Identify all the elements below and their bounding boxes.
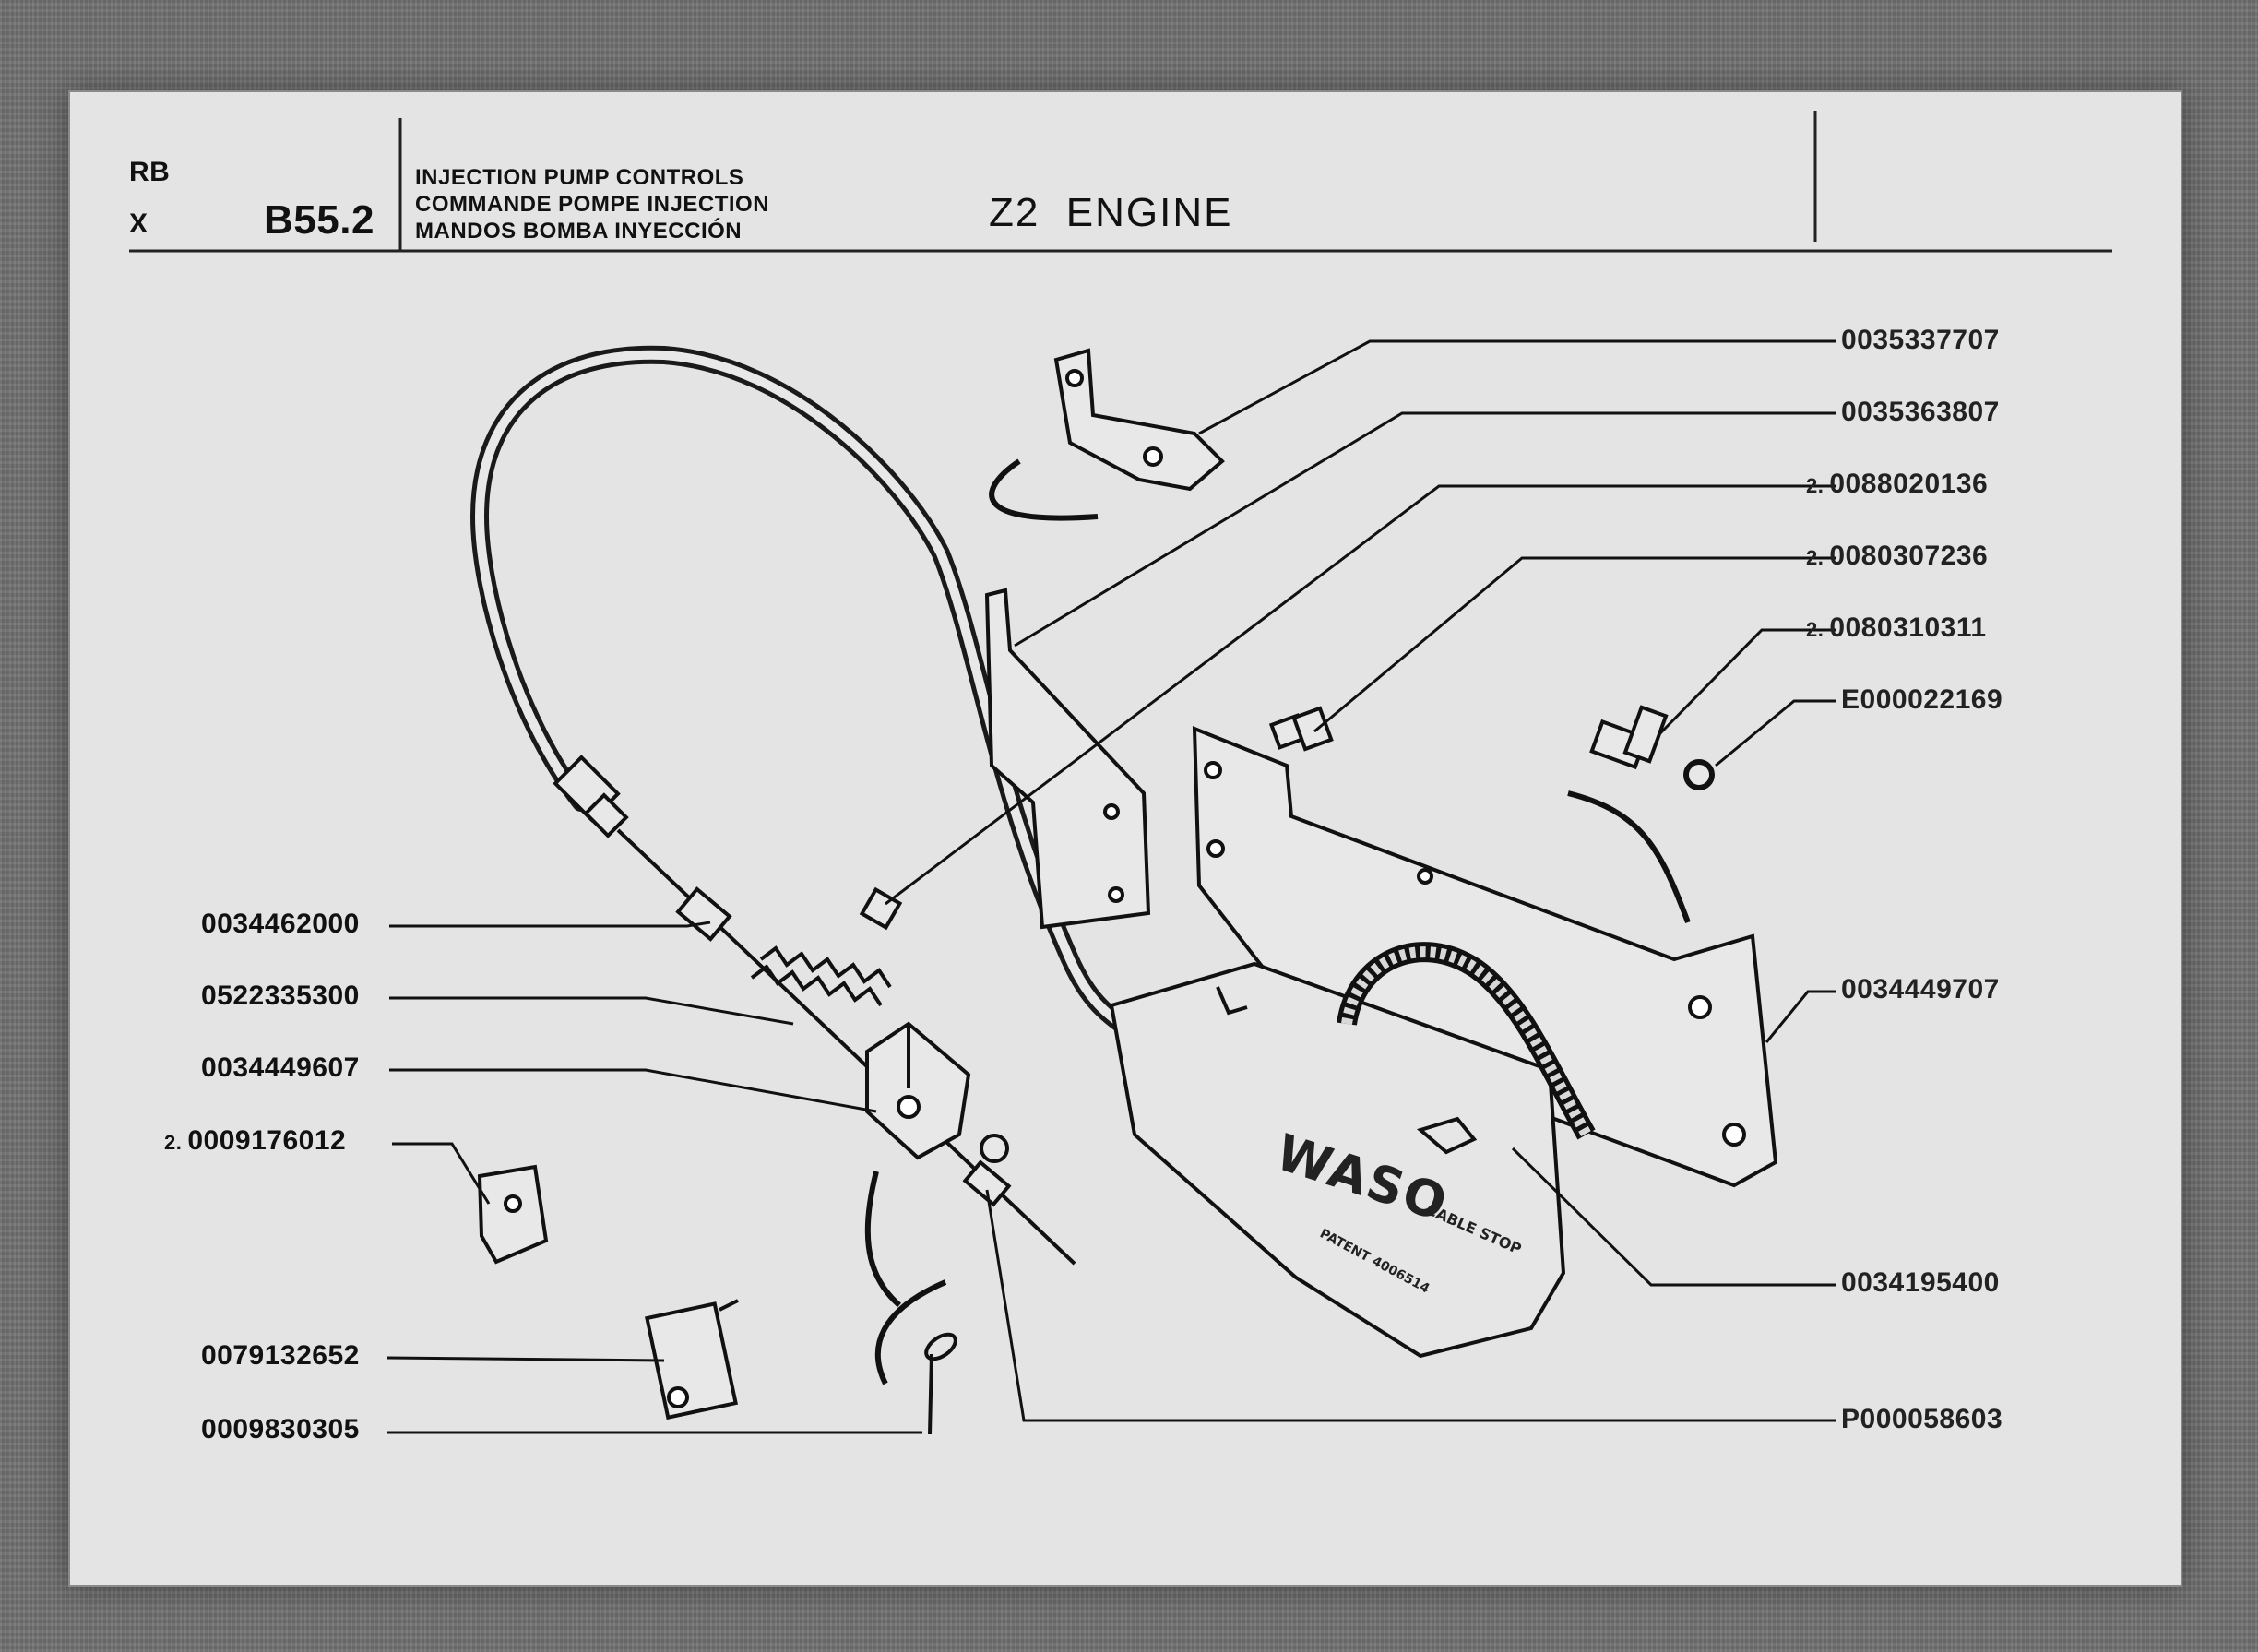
part-number: 0034462000: [201, 909, 360, 939]
part-label-right-7: 0034449707: [1836, 974, 2000, 1005]
stop-block: [865, 1021, 971, 1160]
cable-nipple: [962, 1134, 1012, 1207]
header-left-top: RB: [129, 157, 171, 187]
nut-0088020136: [859, 886, 903, 931]
return-spring: [750, 945, 892, 1007]
engine-title: Z2 ENGINE: [989, 190, 1233, 235]
part-number: E000022169: [1841, 684, 2003, 715]
part-number: 0035337707: [1841, 325, 2000, 355]
screw-0080307236: [1268, 706, 1334, 752]
part-label-left-6: 0009830305: [196, 1414, 360, 1445]
part-label-right-4: 2.0080307236: [1806, 541, 1989, 571]
mounting-plate: [984, 588, 1151, 930]
inner-wire: [616, 828, 1076, 1266]
part-number: 0009176012: [187, 1125, 347, 1156]
clamp: [645, 1299, 739, 1420]
part-label-right-6: E000022169: [1836, 684, 2002, 716]
part-label-left-2: 0522335300: [196, 981, 360, 1012]
part-label-left-3: 0034449607: [196, 1052, 360, 1084]
part-label-right-3: 2.0088020136: [1806, 469, 1989, 499]
section-code: B55.2: [264, 197, 374, 243]
header-left-bottom: X: [129, 208, 149, 239]
cable-end-fitting: [553, 755, 629, 838]
part-label-right-2: 0035363807: [1836, 397, 2000, 428]
part-number: 0080307236: [1829, 541, 1989, 571]
part-label-left-4: 2.0009176012: [164, 1125, 347, 1156]
part-label-right-8: 0034195400: [1836, 1267, 2000, 1299]
part-number: 0009830305: [201, 1414, 360, 1444]
screw-0080310311: [1589, 705, 1669, 770]
title-es: MANDOS BOMBA INYECCIÓN: [415, 219, 743, 244]
part-number: 0522335300: [201, 981, 360, 1011]
grouping-arcs: [864, 458, 1691, 1385]
header-frame: [129, 111, 2112, 253]
part-label-right-9: P000058603: [1836, 1404, 2002, 1435]
leader-lines: [386, 339, 1836, 1434]
part-label-right-5: 2.0080310311: [1806, 612, 1987, 643]
part-label-right-1: 0035337707: [1836, 325, 2000, 356]
washer: [1683, 759, 1715, 790]
part-label-left-1: 0034462000: [196, 909, 360, 940]
part-number: 0088020136: [1829, 469, 1989, 499]
split-pin: [924, 1332, 957, 1435]
part-number: 0034449707: [1841, 974, 2000, 1004]
small-bracket: [1053, 348, 1225, 492]
clip: [477, 1164, 549, 1265]
part-number: 0080310311: [1829, 612, 1987, 643]
part-number: 0034195400: [1841, 1267, 2000, 1298]
part-number: 0079132652: [201, 1340, 360, 1371]
part-label-left-5: 0079132652: [196, 1340, 360, 1372]
title-fr: COMMANDE POMPE INJECTION: [415, 192, 770, 217]
part-number: 0034449607: [201, 1052, 360, 1083]
part-number: P000058603: [1841, 1404, 2003, 1434]
title-en: INJECTION PUMP CONTROLS: [415, 165, 744, 190]
section-titles: INJECTION PUMP CONTROLS COMMANDE POMPE I…: [415, 164, 769, 244]
part-number: 0035363807: [1841, 397, 2000, 427]
